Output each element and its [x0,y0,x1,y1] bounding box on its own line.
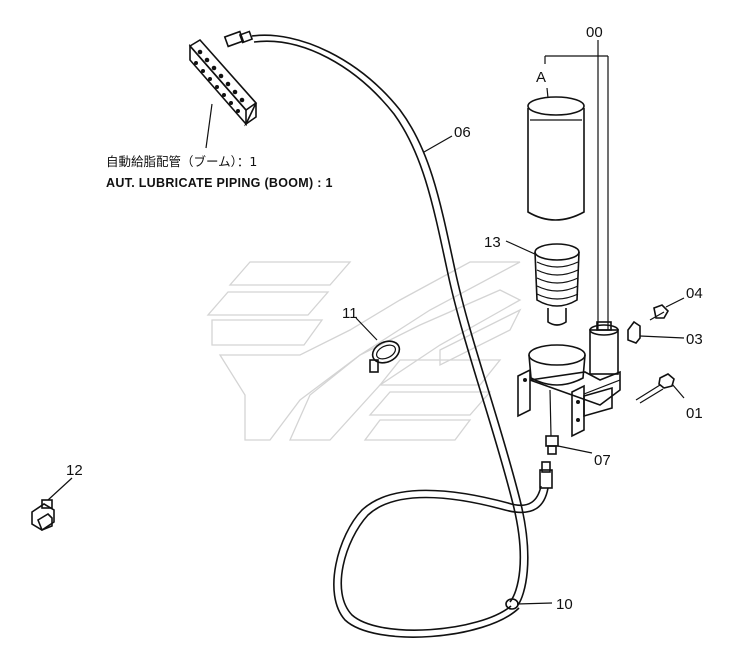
hose-06 [251,34,529,606]
callout-03: 03 [686,331,703,348]
hose-loop [333,461,553,638]
leader-13 [505,240,538,256]
clamp-11 [355,317,401,373]
assembly-leader [544,40,609,330]
clip-03 [627,320,685,344]
note-english: AUT. LUBRICATE PIPING (BOOM) : 1 [106,176,333,190]
callout-01: 01 [686,405,703,422]
watermark-logo [206,261,522,441]
callout-a: A [536,69,546,86]
callout-04: 04 [686,285,703,302]
leader-06 [423,135,453,153]
note-japanese: 自動給脂配管（ブーム）：1 [106,154,257,169]
screw-04 [649,297,685,321]
pump-base [517,321,621,455]
callout-13: 13 [484,234,501,251]
bolt-01 [635,373,685,404]
callout-11: 11 [342,305,358,322]
filter-13 [534,243,580,326]
reservoir-a [527,96,585,221]
note-leader-line [205,103,213,149]
lubrication-block [188,30,258,127]
callout-12: 12 [66,462,83,479]
callout-07: 07 [594,452,611,469]
callout-10: 10 [556,596,573,613]
plug-12 [31,477,73,532]
callout-06: 06 [454,124,471,141]
clamp-10 [505,598,553,610]
callout-00: 00 [586,24,603,41]
